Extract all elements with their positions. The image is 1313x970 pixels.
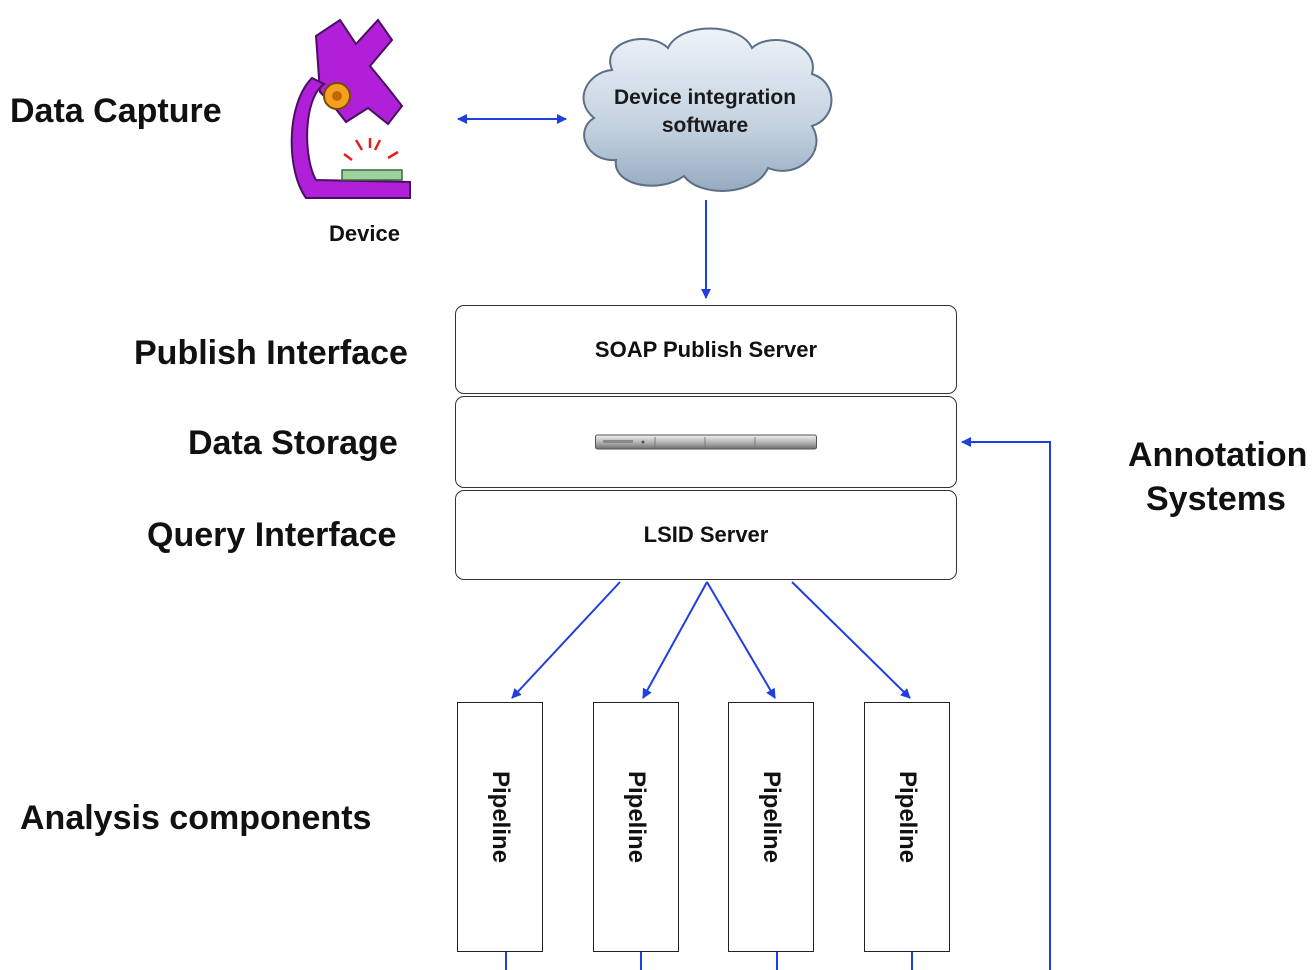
device-label: Device xyxy=(329,221,400,246)
label-data-capture: Data Capture xyxy=(10,92,222,130)
pipeline-label: Pipeline xyxy=(623,771,650,864)
arrow-lsid-pipeline-3 xyxy=(706,581,776,699)
pipeline-box-4: Pipeline xyxy=(864,702,950,952)
label-data-storage: Data Storage xyxy=(188,424,398,462)
pipeline-box-1: Pipeline xyxy=(457,702,543,952)
pipeline-label: Pipeline xyxy=(487,771,514,864)
arrow-lsid-pipeline-2 xyxy=(642,581,708,699)
cloud-label: Device integration software xyxy=(590,84,820,140)
cloud-label-line1: Device integration xyxy=(613,86,797,109)
label-publish-interface: Publish Interface xyxy=(134,334,408,372)
data-storage-box xyxy=(455,396,957,488)
pipeline-label: Pipeline xyxy=(894,771,921,864)
arrow-lsid-pipeline-4 xyxy=(791,581,911,699)
pipeline-box-2: Pipeline xyxy=(593,702,679,952)
arrow-lsid-pipeline-1 xyxy=(511,581,621,699)
label-systems: Systems xyxy=(1146,480,1286,518)
microscope-icon xyxy=(290,18,411,199)
connector-arrows xyxy=(457,114,1051,970)
soap-publish-server-label: SOAP Publish Server xyxy=(594,336,818,362)
lsid-server-box: LSID Server xyxy=(455,490,957,580)
cloud-shape xyxy=(582,27,833,192)
label-annotation: Annotation xyxy=(1128,436,1308,474)
label-analysis-components: Analysis components xyxy=(20,799,372,837)
pipeline-label: Pipeline xyxy=(758,771,785,864)
arrow-annotation-storage xyxy=(961,437,1051,970)
pipeline-box-3: Pipeline xyxy=(728,702,814,952)
soap-publish-server-box: SOAP Publish Server xyxy=(455,305,957,394)
label-query-interface: Query Interface xyxy=(147,516,397,554)
cloud-label-line2: software xyxy=(661,114,749,137)
lsid-server-label: LSID Server xyxy=(643,522,769,547)
server-rack-icon xyxy=(595,434,817,450)
